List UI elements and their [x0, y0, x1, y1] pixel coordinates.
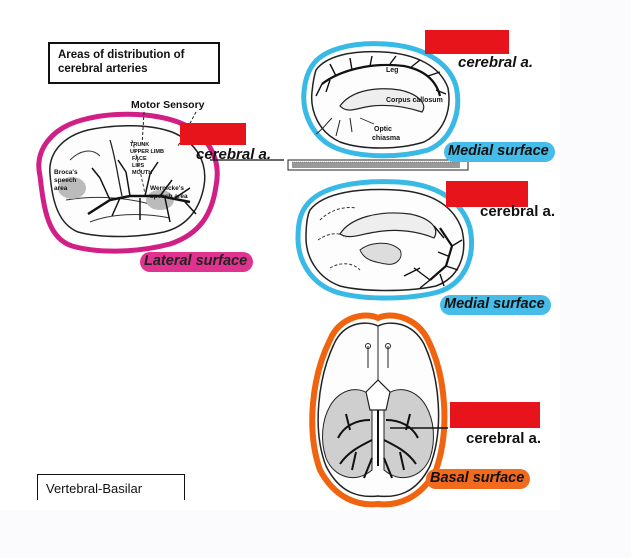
- basal-surface-label: Basal surface: [426, 469, 531, 489]
- brocas-label-1: Broca's: [54, 169, 78, 176]
- redacted-box-medial-bottom: [446, 181, 528, 207]
- vertebral-basilar-label: Vertebral-Basilar: [46, 481, 143, 496]
- redacted-box-medial-top: [425, 30, 509, 54]
- medial-top-artery-label: cerebral a.: [458, 54, 534, 71]
- medial-bottom-artery-label: cerebral a.: [480, 203, 556, 220]
- medial-brain-top: Leg Corpus callosum Optic chiasma: [301, 41, 461, 159]
- wernicke-label-2: speech area: [150, 193, 188, 200]
- optic-label-1: Optic: [374, 126, 392, 133]
- upper-limb-label: UPPER LIMB: [130, 149, 164, 155]
- vertebral-basilar-box: Vertebral-Basilar: [37, 474, 185, 500]
- basal-brain: [309, 312, 448, 508]
- face-label: FACE: [132, 156, 147, 162]
- page-title: Areas of distribution of cerebral arteri…: [58, 49, 185, 75]
- lateral-surface-label: Lateral surface: [140, 252, 254, 272]
- medial-brain-bottom: [295, 179, 474, 301]
- lateral-artery-label: cerebral a.: [196, 146, 272, 163]
- title-box: Areas of distribution of cerebral arteri…: [48, 42, 220, 84]
- lateral-brain: Motor Sensory TRUNK UPPER LIMB FACE LIPS…: [36, 99, 284, 254]
- optic-label-2: chiasma: [372, 135, 400, 142]
- mouth-label: MOUTH: [132, 170, 152, 176]
- motor-sensory-label: Motor Sensory: [131, 99, 205, 111]
- leg-label: Leg: [386, 67, 398, 74]
- brocas-label-3: area: [54, 185, 68, 192]
- redacted-box-lateral: [180, 123, 246, 145]
- trunk-label: TRUNK: [130, 142, 149, 148]
- wernicke-label-1: Wernicke's: [150, 185, 184, 192]
- basal-artery-label: cerebral a.: [466, 430, 542, 447]
- medial-surface-label-bottom: Medial surface: [440, 295, 551, 315]
- redacted-box-basal: [450, 402, 540, 428]
- lips-label: LIPS: [132, 163, 145, 169]
- corpus-callosum-label: Corpus callosum: [386, 97, 443, 104]
- brocas-label-2: speech: [54, 177, 76, 184]
- separator-bar: [287, 159, 469, 171]
- medial-surface-label-top: Medial surface: [444, 142, 555, 162]
